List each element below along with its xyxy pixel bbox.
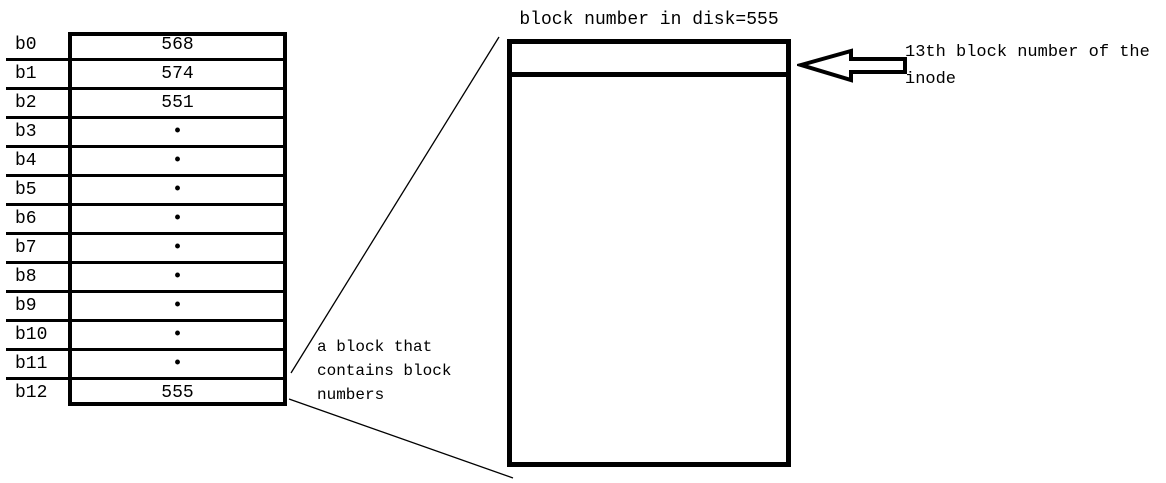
row-value: 551	[161, 93, 194, 113]
table-row-b2: b2 551	[6, 90, 287, 119]
table-row-b10: b10 •	[6, 322, 287, 351]
table-row-b12: b12 555	[6, 380, 287, 406]
row-value: •	[172, 122, 183, 142]
row-label: b2	[15, 93, 37, 113]
inode-table-rows: b0 568 b1 574 b2 551 b3 • b4 • b5 •	[6, 32, 287, 406]
table-row-b7: b7 •	[6, 235, 287, 264]
row-label: b4	[15, 151, 37, 171]
row-value: •	[172, 354, 183, 374]
indirect-block-first-entry	[512, 44, 786, 77]
row-label: b3	[15, 122, 37, 142]
table-row-b1: b1 574	[6, 61, 287, 90]
note-line: a block that	[317, 338, 433, 356]
row-value: 555	[161, 383, 194, 403]
row-label: b7	[15, 238, 37, 258]
row-value: •	[172, 267, 183, 287]
arrow-caption-line: inode	[905, 70, 957, 89]
row-label: b9	[15, 296, 37, 316]
row-value: •	[172, 238, 183, 258]
note-line: contains block	[317, 362, 452, 380]
arrow-caption: 13th block number of the inode	[905, 39, 1150, 93]
table-row-b3: b3 •	[6, 119, 287, 148]
table-row-b8: b8 •	[6, 264, 287, 293]
row-label: b11	[15, 354, 48, 374]
table-row-b6: b6 •	[6, 206, 287, 235]
row-value: •	[172, 151, 183, 171]
arrow-caption-line: 13th block number of the	[905, 43, 1150, 62]
row-value: •	[172, 180, 183, 200]
table-row-b0: b0 568	[6, 32, 287, 61]
row-label: b10	[15, 325, 48, 345]
row-value: •	[172, 296, 183, 316]
indirect-block-note: a block that contains block numbers	[317, 335, 451, 407]
table-row-b11: b11 •	[6, 351, 287, 380]
table-row-b5: b5 •	[6, 177, 287, 206]
indirect-block-title: block number in disk=555	[519, 10, 779, 30]
row-value: •	[172, 325, 183, 345]
row-label: b12	[15, 383, 48, 403]
row-label: b5	[15, 180, 37, 200]
row-label: b0	[15, 35, 37, 55]
row-value: 568	[161, 35, 194, 55]
table-row-b4: b4 •	[6, 148, 287, 177]
note-line: numbers	[317, 386, 385, 404]
indirect-block	[507, 39, 791, 467]
row-label: b8	[15, 267, 37, 287]
inode-block-pointer-table: b0 568 b1 574 b2 551 b3 • b4 • b5 •	[6, 32, 287, 406]
row-value: •	[172, 209, 183, 229]
connector-line-bottom	[288, 398, 514, 479]
row-label: b6	[15, 209, 37, 229]
table-row-b9: b9 •	[6, 293, 287, 322]
left-arrow-icon	[797, 48, 907, 83]
row-value: 574	[161, 64, 194, 84]
row-label: b1	[15, 64, 37, 84]
connector-line-top	[290, 36, 500, 374]
